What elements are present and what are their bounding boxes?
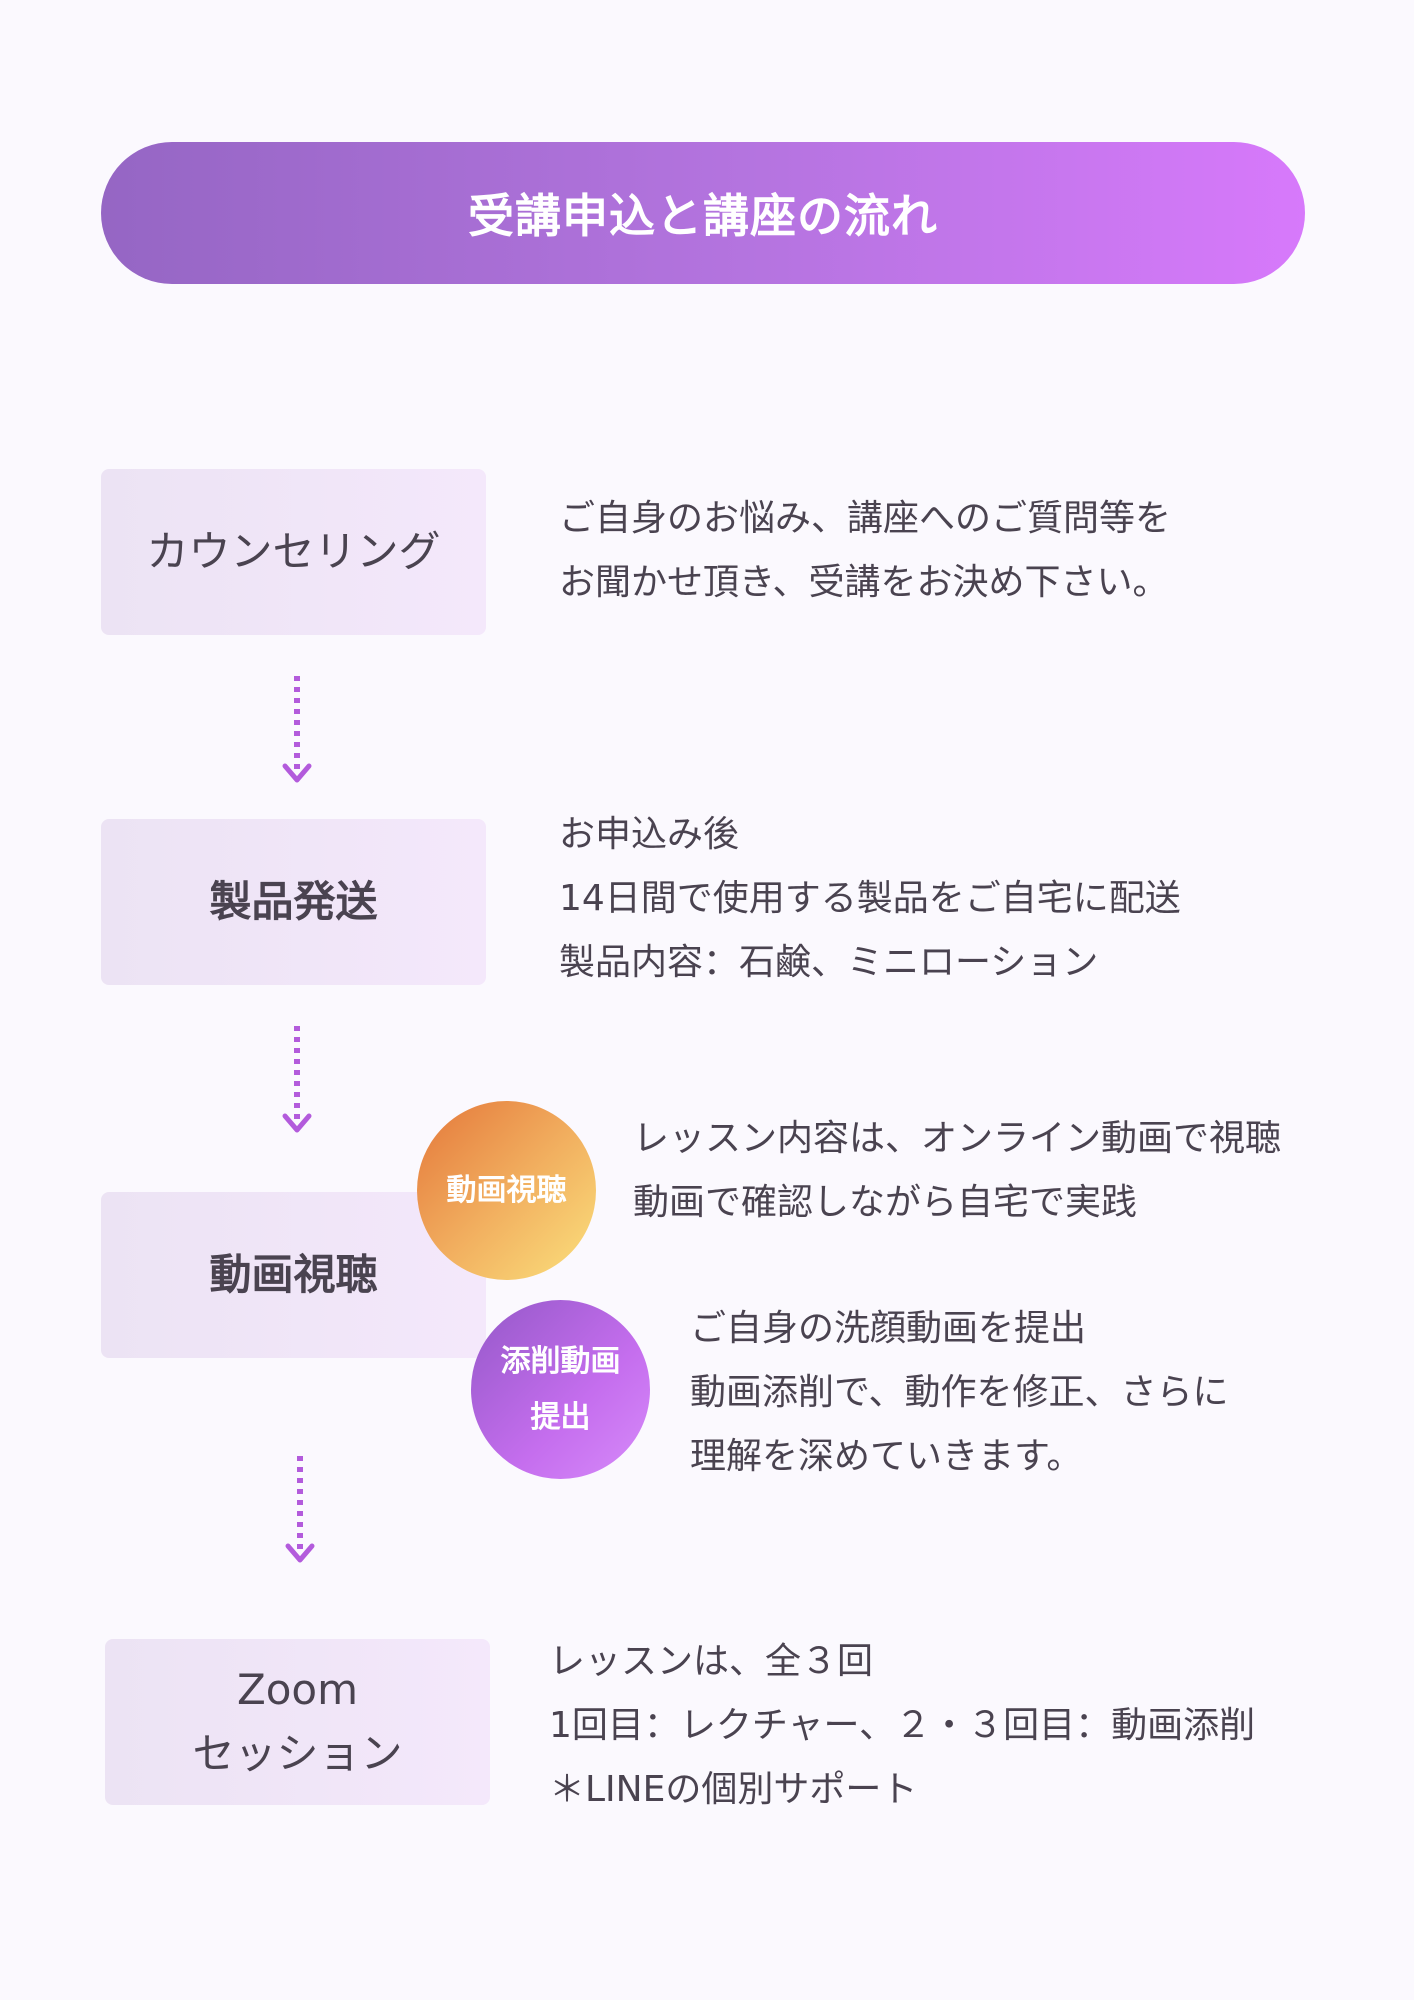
description-line: 理解を深めていきます。 xyxy=(690,1436,1083,1477)
step-box-shipping: 製品発送 xyxy=(101,819,486,985)
dotted-arrow-down-icon xyxy=(285,1456,315,1563)
badge-label: 添削動画 xyxy=(500,1343,621,1379)
title-banner: 受講申込と講座の流れ xyxy=(101,142,1305,284)
description-line: ご自身のお悩み、講座へのご質問等を xyxy=(559,498,1172,539)
step-box-counseling: カウンセリング xyxy=(101,469,486,635)
step-label: 製品発送 xyxy=(209,877,378,926)
dotted-arrow-down-icon xyxy=(282,1026,312,1133)
step-description-counseling: ご自身のお悩み、講座へのご質問等を お聞かせ頂き、受講をお決め下さい。 xyxy=(559,487,1171,615)
badge-video-submission: 添削動画 提出 xyxy=(471,1300,650,1479)
step-label: カウンセリング xyxy=(146,527,441,576)
badge-label: 動画視聴 xyxy=(446,1172,567,1208)
sub-description-video-viewing: レッスン内容は、オンライン動画で視聴 動画で確認しながら自宅で実践 xyxy=(633,1107,1281,1235)
description-line: 14日間で使用する製品をご自宅に配送 xyxy=(559,878,1181,919)
step-description-shipping: お申込み後 14日間で使用する製品をご自宅に配送 製品内容：石鹸、ミニローション xyxy=(559,803,1181,995)
dotted-arrow-down-icon xyxy=(282,676,312,783)
step-label: 動画視聴 xyxy=(209,1250,378,1299)
step-label: Zoom xyxy=(236,1665,359,1714)
description-line: 動画で確認しながら自宅で実践 xyxy=(633,1182,1138,1223)
description-line: ＊LINEの個別サポート xyxy=(549,1769,918,1810)
step-label: セッション xyxy=(192,1729,403,1778)
description-line: 製品内容：石鹸、ミニローション xyxy=(559,942,1099,983)
page-title: 受講申込と講座の流れ xyxy=(468,189,938,243)
step-description-zoom: レッスンは、全３回 1回目：レクチャー、２・３回目：動画添削 ＊LINEの個別サ… xyxy=(549,1630,1255,1822)
description-line: ご自身の洗顔動画を提出 xyxy=(690,1308,1087,1349)
badge-video-viewing: 動画視聴 xyxy=(417,1101,596,1280)
description-line: お申込み後 xyxy=(559,814,740,855)
step-box-zoom: Zoom セッション xyxy=(105,1639,490,1805)
description-line: 動画添削で、動作を修正、さらに xyxy=(690,1372,1229,1413)
description-line: お聞かせ頂き、受講をお決め下さい。 xyxy=(559,562,1169,603)
sub-description-video-submission: ご自身の洗顔動画を提出 動画添削で、動作を修正、さらに 理解を深めていきます。 xyxy=(690,1297,1229,1489)
description-line: レッスン内容は、オンライン動画で視聴 xyxy=(633,1118,1282,1159)
description-line: レッスンは、全３回 xyxy=(549,1641,874,1682)
badge-label: 提出 xyxy=(530,1399,591,1435)
description-line: 1回目：レクチャー、２・３回目：動画添削 xyxy=(549,1705,1256,1746)
